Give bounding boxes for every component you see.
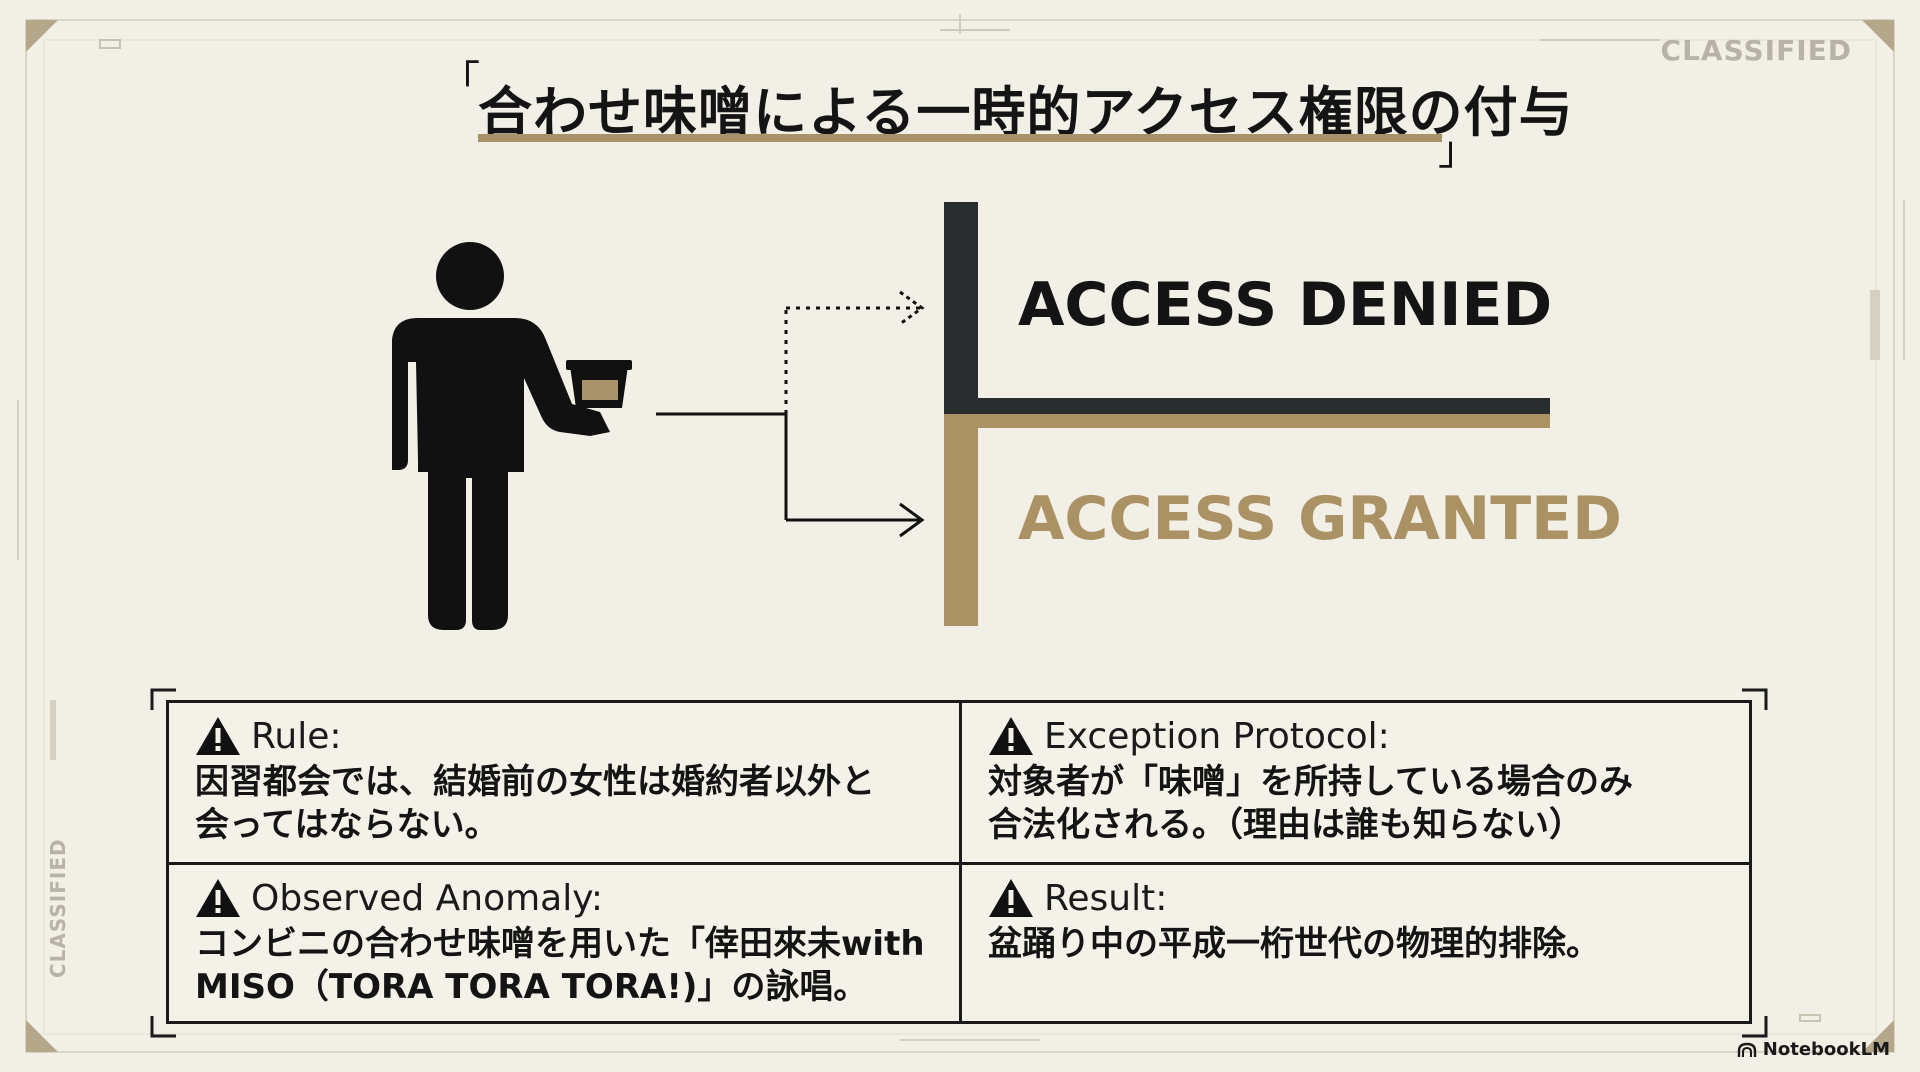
rule-heading: Rule: xyxy=(251,715,342,757)
exception-body: 対象者が「味噌」を所持している場合のみ 合法化される。（理由は誰も知らない） xyxy=(988,761,1729,847)
person-holding-miso-icon xyxy=(392,242,632,630)
warning-icon xyxy=(989,717,1033,755)
anomaly-body-line: MISO（TORA TORA TORA!)」の詠唱。 xyxy=(195,967,868,1007)
title-underline xyxy=(478,134,1442,142)
exception-cell: Exception Protocol: 対象者が「味噌」を所持している場合のみ … xyxy=(959,703,1749,862)
access-diagram xyxy=(392,202,1550,630)
decision-arrows xyxy=(656,290,925,538)
anomaly-body-line: コンビニの合わせ味噌を用いた「倖田來未with xyxy=(195,924,925,964)
result-cell: Result: 盆踊り中の平成一桁世代の物理的排除。 xyxy=(959,862,1749,1021)
warning-icon xyxy=(196,879,240,917)
access-denied-label: ACCESS DENIED xyxy=(1018,270,1553,340)
notebooklm-brand: NotebookLM xyxy=(1737,1039,1890,1060)
warning-icon xyxy=(196,717,240,755)
page-title: 合わせ味噌による一時的アクセス権限の付与 xyxy=(478,81,1574,144)
classified-watermark-top: CLASSIFIED xyxy=(1660,34,1852,67)
title-bracket-close: 」 xyxy=(1438,128,1478,174)
title-block: 「 合わせ味噌による一時的アクセス権限の付与 」 xyxy=(440,48,1573,174)
warning-icon xyxy=(989,879,1033,917)
result-heading: Result: xyxy=(1044,877,1168,919)
anomaly-heading: Observed Anomaly: xyxy=(251,877,604,919)
result-body: 盆踊り中の平成一桁世代の物理的排除。 xyxy=(988,923,1729,966)
anomaly-cell: Observed Anomaly: コンビニの合わせ味噌を用いた「倖田來未wit… xyxy=(169,862,959,1021)
classified-watermark-side: CLASSIFIED xyxy=(46,838,70,978)
notebooklm-logo-icon xyxy=(1737,1042,1756,1057)
exception-heading: Exception Protocol: xyxy=(1044,715,1390,757)
info-panel: Rule: 因習都会では、結婚前の女性は婚約者以外と 会ってはならない。 Exc… xyxy=(166,700,1752,1024)
rule-body-line: 因習都会では、結婚前の女性は婚約者以外と xyxy=(195,762,875,802)
title-bracket-open: 「 xyxy=(440,58,480,104)
exception-body-line: 合法化される。（理由は誰も知らない） xyxy=(988,805,1583,845)
exception-body-line: 対象者が「味噌」を所持している場合のみ xyxy=(988,762,1633,802)
brand-name: NotebookLM xyxy=(1762,1039,1890,1060)
rule-body: 因習都会では、結婚前の女性は婚約者以外と 会ってはならない。 xyxy=(195,761,939,847)
result-body-line: 盆踊り中の平成一桁世代の物理的排除。 xyxy=(988,924,1600,964)
access-granted-label: ACCESS GRANTED xyxy=(1018,484,1622,554)
anomaly-body: コンビニの合わせ味噌を用いた「倖田來未with MISO（TORA TORA T… xyxy=(195,923,939,1009)
rule-body-line: 会ってはならない。 xyxy=(195,805,499,845)
rule-cell: Rule: 因習都会では、結婚前の女性は婚約者以外と 会ってはならない。 xyxy=(169,703,959,862)
gate-bars xyxy=(944,202,1550,626)
